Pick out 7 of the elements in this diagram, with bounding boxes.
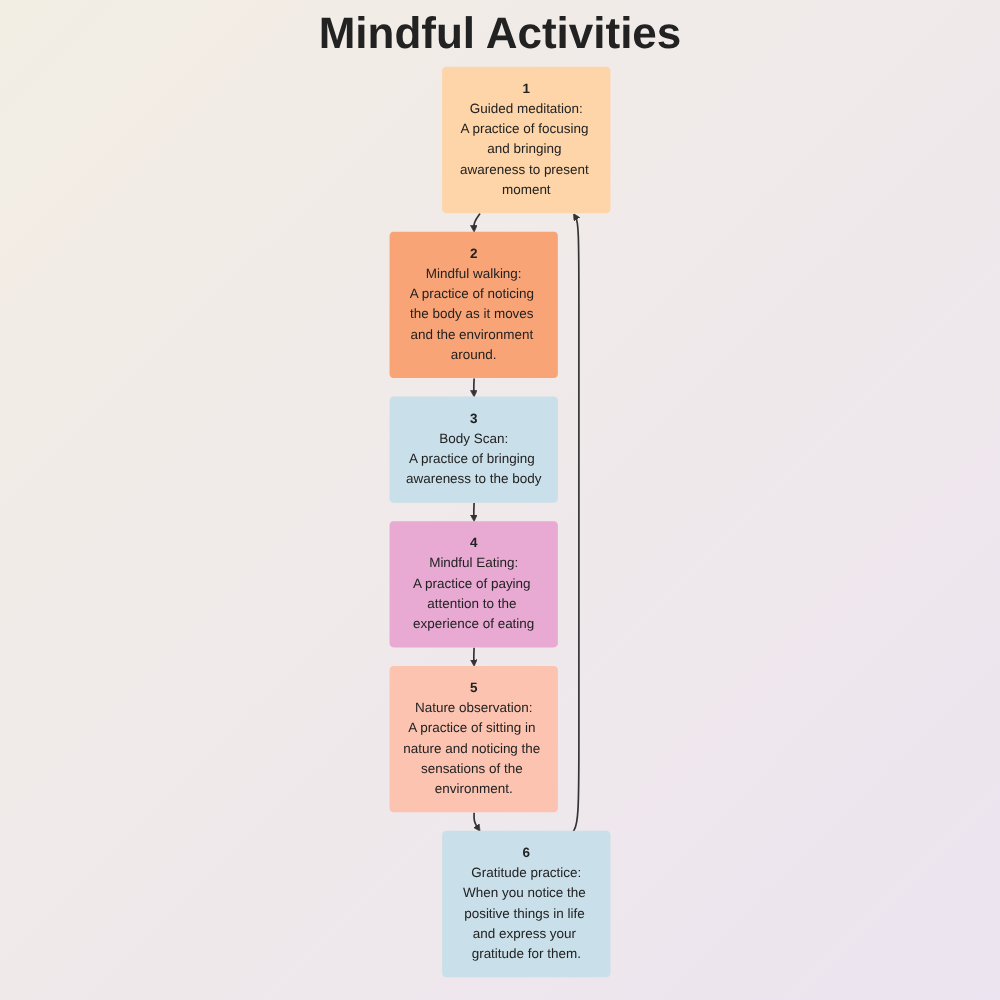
arrow xyxy=(470,212,481,233)
title: Mindful Activities xyxy=(316,8,684,60)
arrow xyxy=(470,646,478,667)
arrow xyxy=(470,502,478,522)
arrow xyxy=(473,811,481,832)
arrow xyxy=(572,213,581,833)
arrow xyxy=(470,377,478,398)
